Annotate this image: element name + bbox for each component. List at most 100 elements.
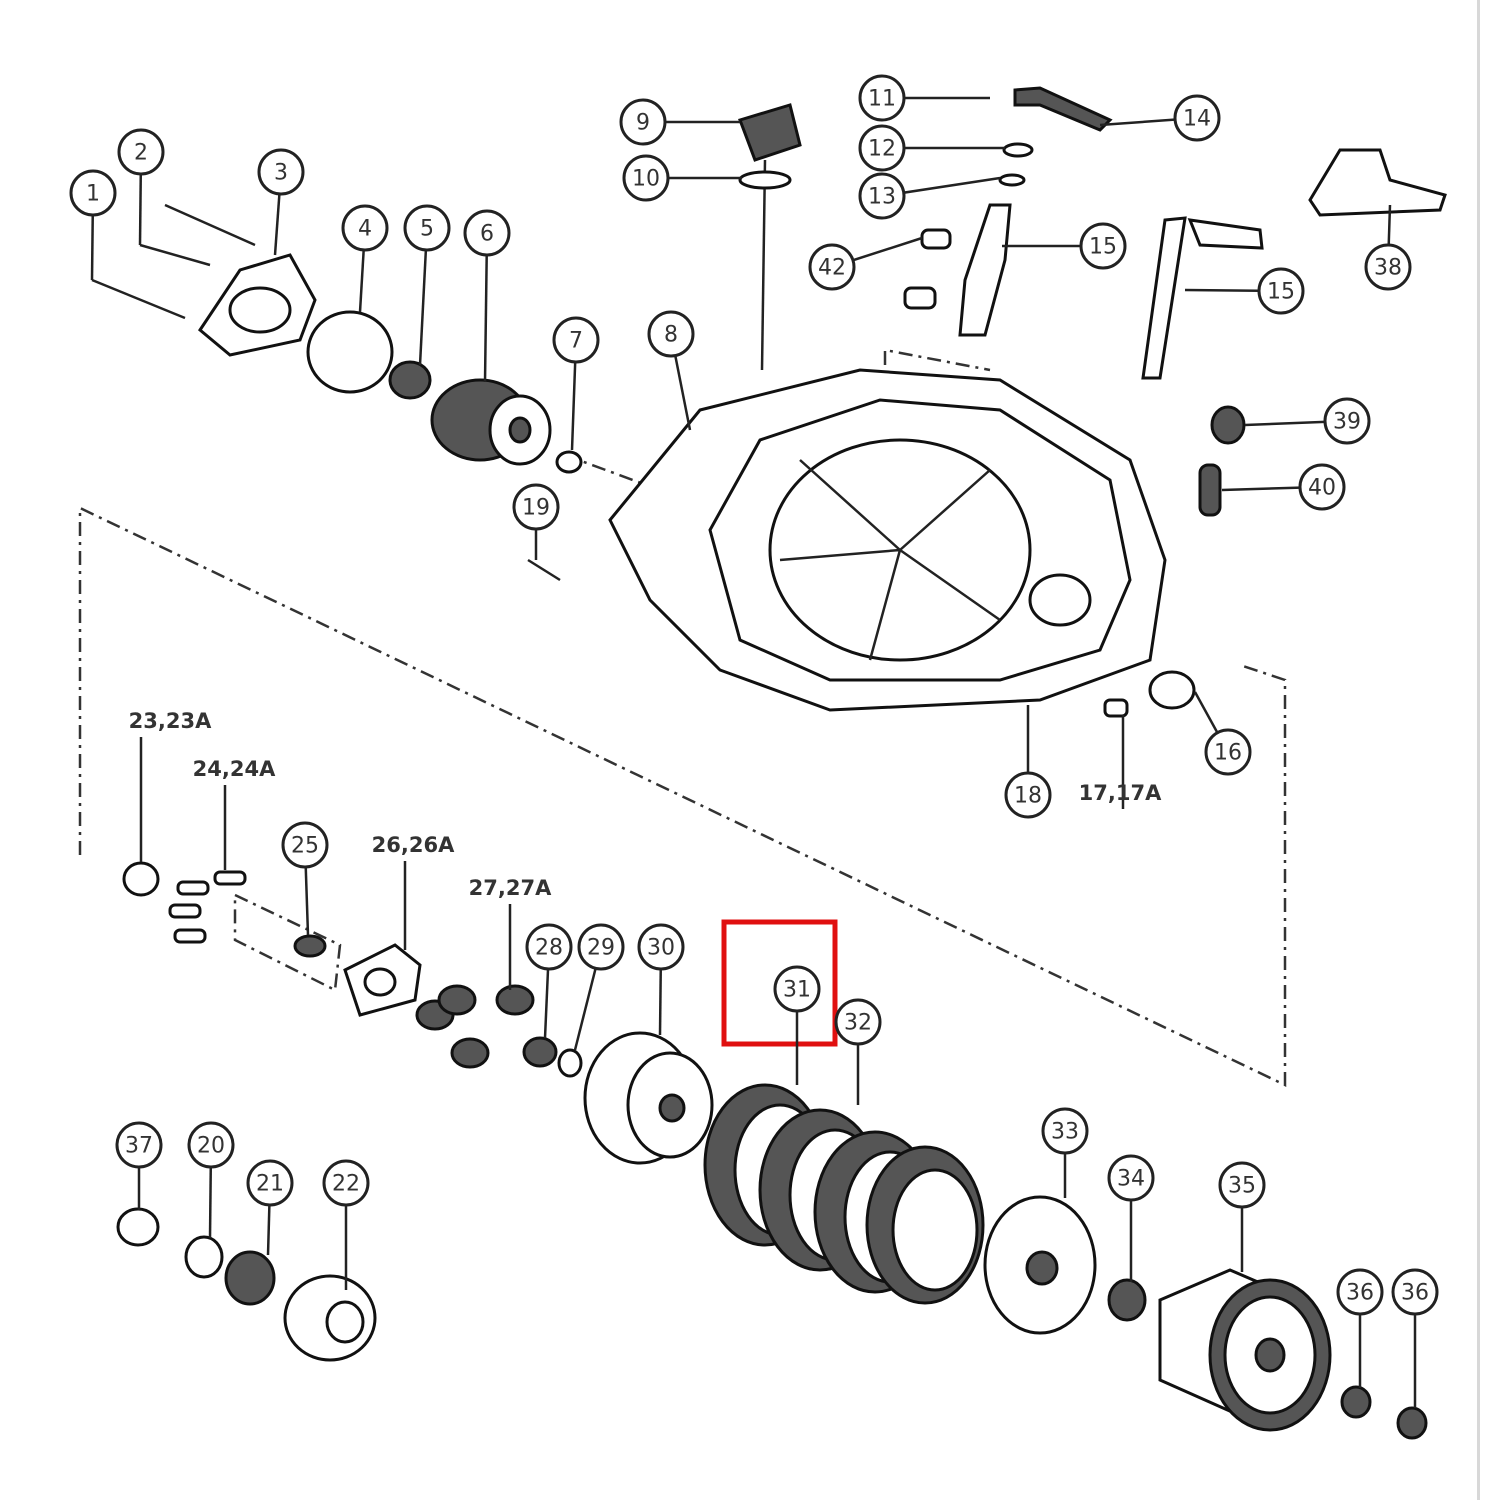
callout-number: 32 <box>844 1011 872 1036</box>
callout-25: 25 <box>281 821 329 869</box>
callout-circle <box>577 923 625 971</box>
nut-part-36b <box>1396 1406 1428 1440</box>
callout-circle <box>115 1121 163 1169</box>
callout-number: 16 <box>1214 741 1242 766</box>
callout-3: 3 <box>257 148 305 196</box>
callout-number: 6 <box>480 222 494 247</box>
callout-circle <box>858 124 906 172</box>
callout-21: 21 <box>246 1159 294 1207</box>
callout-number: 3 <box>274 161 288 186</box>
callout-20: 20 <box>187 1121 235 1169</box>
callout-circle <box>619 98 667 146</box>
seal-part-16 <box>1148 670 1196 710</box>
callout-circle <box>1257 267 1305 315</box>
group-outline-clutch <box>78 506 1287 1087</box>
callout-number: 11 <box>868 87 896 112</box>
leader-line <box>483 232 489 383</box>
callout-14: 14 <box>1173 94 1221 142</box>
oil-filter-part <box>430 378 552 466</box>
callout-6: 6 <box>463 209 511 257</box>
callout-number: 35 <box>1228 1174 1256 1199</box>
callout-number: 12 <box>868 137 896 162</box>
callout-circle <box>1173 94 1221 142</box>
bearing-part-21 <box>224 1250 276 1306</box>
clutch-plates-part-31-32 <box>703 1083 985 1305</box>
callout-number: 13 <box>868 185 896 210</box>
group-outline-cover <box>564 453 661 492</box>
group-outline-shaft <box>883 348 991 372</box>
lever-part <box>1013 86 1113 132</box>
callout-circle <box>637 923 685 971</box>
callout-30: 30 <box>637 923 685 971</box>
lifter-plate-part <box>343 943 422 1017</box>
callout-19: 19 <box>512 483 560 531</box>
callout-circle <box>257 148 305 196</box>
callout-circle <box>1364 243 1412 291</box>
callout-circle <box>622 154 670 202</box>
seal-part <box>1002 142 1034 158</box>
callout-8: 8 <box>647 310 695 358</box>
callout-circle <box>69 169 117 217</box>
callout-circle <box>773 965 821 1013</box>
callout-number: 28 <box>535 936 563 961</box>
callout-number: 42 <box>818 256 846 281</box>
springs-part-27 <box>415 984 535 1069</box>
callout-10: 10 <box>622 154 670 202</box>
callout-12: 12 <box>858 124 906 172</box>
callout-label: 17,17A <box>1079 781 1162 805</box>
bolts-part-24 <box>168 870 247 944</box>
nut-part-28 <box>522 1036 558 1068</box>
callout-1: 1 <box>69 169 117 217</box>
bearing-part-23 <box>122 861 160 897</box>
dowel-part <box>1103 698 1129 718</box>
washer-part <box>555 450 583 474</box>
callout-number: 4 <box>358 217 372 242</box>
washer-part-34 <box>1107 1278 1147 1322</box>
callout-circle <box>1391 1268 1439 1316</box>
callout-number: 8 <box>664 323 678 348</box>
callout-7: 7 <box>552 316 600 364</box>
callout-35: 35 <box>1218 1161 1266 1209</box>
callout-number: 31 <box>783 978 811 1003</box>
clutch-cover-part <box>608 368 1167 712</box>
callout-number: 19 <box>522 496 550 521</box>
callout-number: 21 <box>256 1172 284 1197</box>
bushing-part-2 <box>903 286 937 310</box>
callout-number: 36 <box>1346 1281 1374 1306</box>
callout-circle <box>1323 397 1371 445</box>
callout-15: 15 <box>1257 267 1305 315</box>
callout-38: 38 <box>1364 243 1412 291</box>
callout-circle <box>858 172 906 220</box>
callout-circle <box>552 316 600 364</box>
washer-part-29 <box>557 1048 583 1078</box>
callout-28: 28 <box>525 923 573 971</box>
callout-number: 38 <box>1374 256 1402 281</box>
callout-circle <box>512 483 560 531</box>
callout-number: 34 <box>1117 1167 1145 1192</box>
callout-33: 33 <box>1041 1107 1089 1155</box>
bolt-part-19 <box>527 558 561 582</box>
callout-number: 39 <box>1333 410 1361 435</box>
callout-number: 37 <box>125 1134 153 1159</box>
callout-number: 20 <box>197 1134 225 1159</box>
callout-circle <box>1218 1161 1266 1209</box>
callout-39: 39 <box>1323 397 1371 445</box>
callout-34: 34 <box>1107 1154 1155 1202</box>
callout-circle <box>1079 222 1127 270</box>
dipstick-part <box>738 103 802 371</box>
callout-number: 33 <box>1051 1120 1079 1145</box>
callout-label: 24,24A <box>193 757 276 781</box>
pressure-plate-part-30 <box>583 1031 714 1165</box>
right-border <box>1477 0 1480 1500</box>
callout-number: 15 <box>1267 280 1295 305</box>
callout-29: 29 <box>577 923 625 971</box>
callout-36: 36 <box>1336 1268 1384 1316</box>
callout-number: 22 <box>332 1172 360 1197</box>
callout-37: 37 <box>115 1121 163 1169</box>
callout-label: 26,26A <box>372 833 455 857</box>
pin-part-40 <box>1198 463 1222 517</box>
callout-18: 18 <box>1004 771 1052 819</box>
shaft-part <box>958 203 1012 337</box>
callout-2: 2 <box>117 128 165 176</box>
